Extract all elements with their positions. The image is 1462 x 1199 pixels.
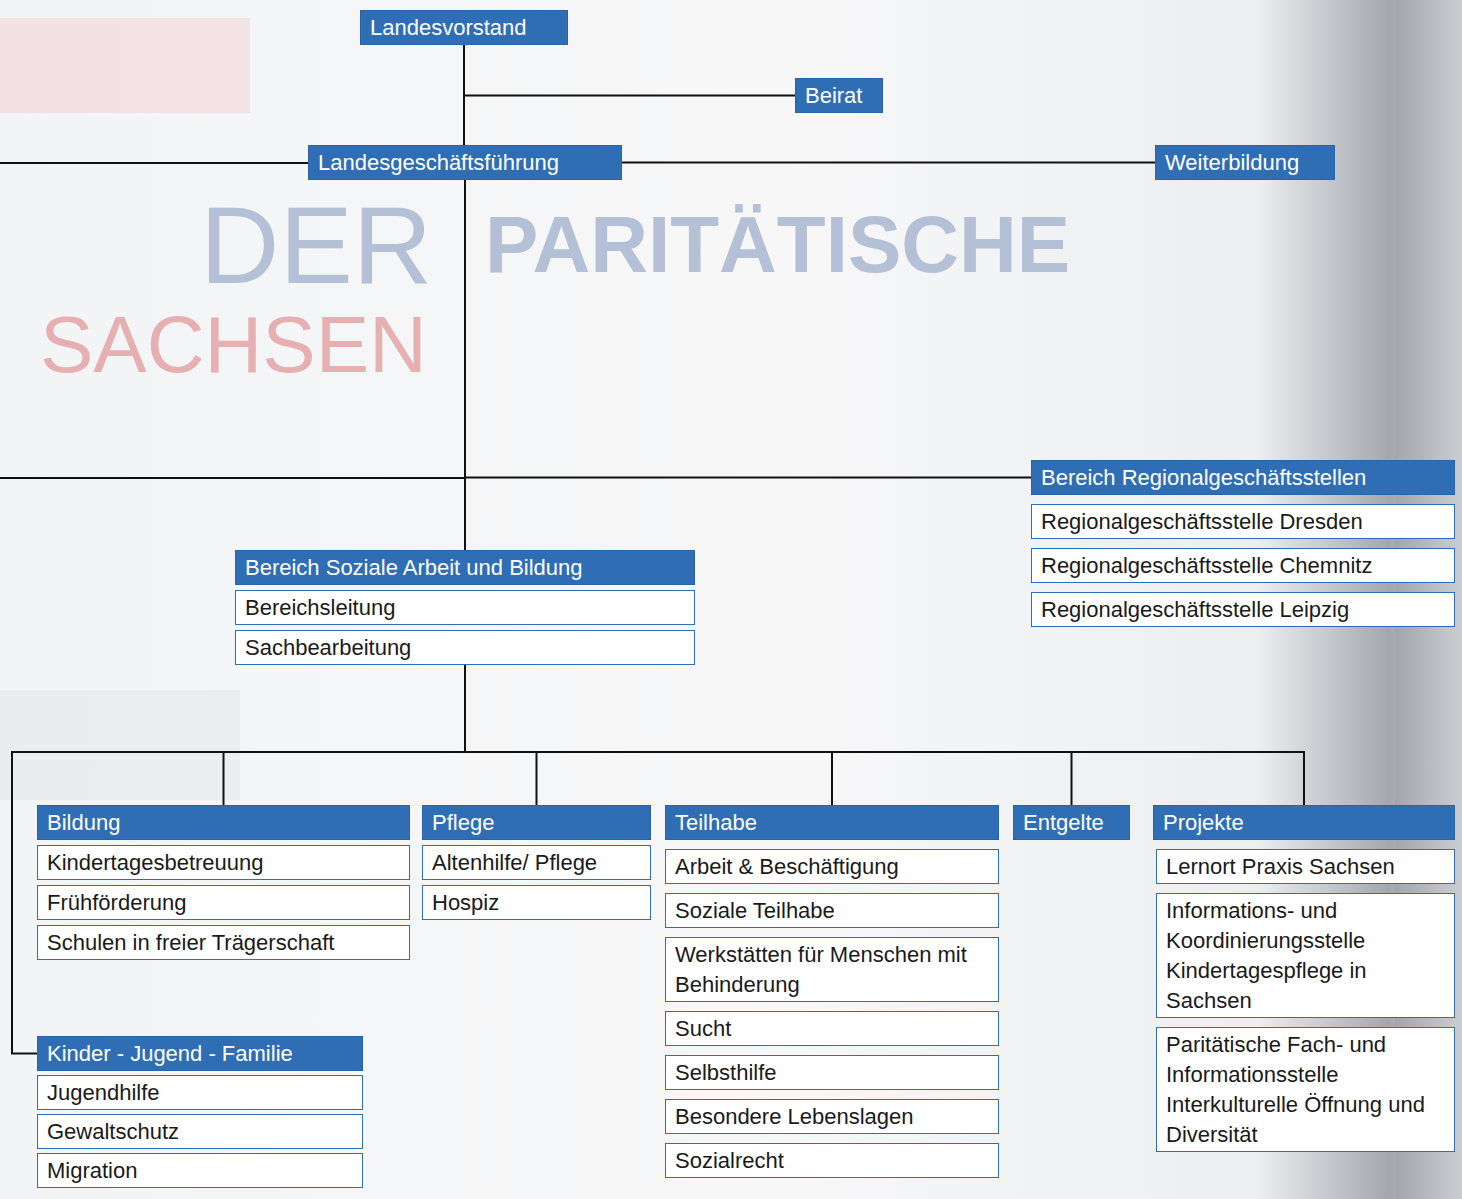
box-text: Bildung: [47, 808, 400, 838]
box-text: Kinder - Jugend - Familie: [47, 1039, 353, 1069]
box-text: Sucht: [675, 1014, 989, 1044]
item-box: Kindertagesbetreuung: [37, 845, 410, 880]
connector-line: [463, 45, 465, 145]
header-box: Bereich Soziale Arbeit und Bildung: [235, 550, 695, 585]
watermark-text: PARITÄTISCHE: [485, 205, 1070, 285]
box-text: Entgelte: [1023, 808, 1120, 838]
box-text: Bereichsleitung: [245, 593, 685, 623]
box-text: Teilhabe: [675, 808, 989, 838]
box-text: Lernort Praxis Sachsen: [1166, 852, 1445, 882]
connector-line: [464, 45, 795, 96]
box-text: Sachbearbeitung: [245, 633, 685, 663]
sign-stripe: [0, 18, 250, 113]
item-box: Schulen in freier Trägerschaft: [37, 925, 410, 960]
offpage-line: [0, 477, 464, 479]
item-box: Regionalgeschäftsstelle Dresden: [1031, 504, 1455, 539]
box-text: Migration: [47, 1156, 353, 1186]
header-box: Teilhabe: [665, 805, 999, 840]
box-text: Soziale Teilhabe: [675, 896, 989, 926]
item-box: Sachbearbeitung: [235, 630, 695, 665]
connector-line: [622, 162, 1155, 164]
box-text: Weiterbildung: [1165, 148, 1325, 178]
header-box: Bereich Regionalgeschäftsstellen: [1031, 460, 1455, 495]
item-box: Sucht: [665, 1011, 999, 1046]
header-box: Weiterbildung: [1155, 145, 1335, 180]
box-text: Informations- und Koordinierungsstelle K…: [1166, 896, 1445, 1016]
watermark-text: SACHSEN: [40, 305, 427, 385]
box-text: Beirat: [805, 81, 873, 111]
item-box: Regionalgeschäftsstelle Leipzig: [1031, 592, 1455, 627]
connector-line: [465, 665, 1072, 805]
box-text: Paritätische Fach- und Informationsstell…: [1166, 1030, 1445, 1150]
header-box: Entgelte: [1013, 805, 1130, 840]
header-box: Projekte: [1153, 805, 1455, 840]
box-text: Schulen in freier Trägerschaft: [47, 928, 400, 958]
connector-line: [224, 665, 466, 805]
box-text: Pflege: [432, 808, 641, 838]
header-box: Kinder - Jugend - Familie: [37, 1036, 363, 1071]
item-box: Sozialrecht: [665, 1143, 999, 1178]
item-box: Paritätische Fach- und Informationsstell…: [1156, 1027, 1455, 1152]
connector-line: [464, 180, 466, 550]
box-text: Gewaltschutz: [47, 1117, 353, 1147]
header-box: Pflege: [422, 805, 651, 840]
box-text: Hospiz: [432, 888, 641, 918]
box-text: Regionalgeschäftsstelle Leipzig: [1041, 595, 1445, 625]
connector-line: [12, 665, 465, 1054]
item-box: Arbeit & Beschäftigung: [665, 849, 999, 884]
box-text: Regionalgeschäftsstelle Chemnitz: [1041, 551, 1445, 581]
item-box: Frühförderung: [37, 885, 410, 920]
box-text: Altenhilfe/ Pflege: [432, 848, 641, 878]
box-text: Selbsthilfe: [675, 1058, 989, 1088]
box-text: Kindertagesbetreuung: [47, 848, 400, 878]
box-text: Projekte: [1163, 808, 1445, 838]
item-box: Soziale Teilhabe: [665, 893, 999, 928]
header-box: Landesvorstand: [360, 10, 568, 45]
item-box: Altenhilfe/ Pflege: [422, 845, 651, 880]
box-text: Bereich Regionalgeschäftsstellen: [1041, 463, 1445, 493]
connector-line: [465, 665, 832, 805]
connector-line: [465, 665, 537, 805]
item-box: Hospiz: [422, 885, 651, 920]
box-text: Sozialrecht: [675, 1146, 989, 1176]
watermark-text: DER: [200, 190, 432, 300]
item-box: Regionalgeschäftsstelle Chemnitz: [1031, 548, 1455, 583]
box-text: Bereich Soziale Arbeit und Bildung: [245, 553, 685, 583]
box-text: Werkstätten für Menschen mit Behinderung: [675, 940, 989, 1000]
offpage-line: [0, 162, 308, 164]
item-box: Jugendhilfe: [37, 1075, 363, 1110]
sign-panel: [0, 690, 240, 800]
box-text: Regionalgeschäftsstelle Dresden: [1041, 507, 1445, 537]
item-box: Bereichsleitung: [235, 590, 695, 625]
item-box: Informations- und Koordinierungsstelle K…: [1156, 893, 1455, 1018]
item-box: Selbsthilfe: [665, 1055, 999, 1090]
header-box: Landesgeschäftsführung: [308, 145, 622, 180]
connector-line: [465, 665, 1304, 805]
box-text: Arbeit & Beschäftigung: [675, 852, 989, 882]
item-box: Migration: [37, 1153, 363, 1188]
item-box: Gewaltschutz: [37, 1114, 363, 1149]
box-text: Landesvorstand: [370, 13, 558, 43]
header-box: Bildung: [37, 805, 410, 840]
box-text: Frühförderung: [47, 888, 400, 918]
header-box: Beirat: [795, 78, 883, 113]
item-box: Besondere Lebenslagen: [665, 1099, 999, 1134]
box-text: Jugendhilfe: [47, 1078, 353, 1108]
item-box: Werkstätten für Menschen mit Behinderung: [665, 937, 999, 1002]
box-text: Besondere Lebenslagen: [675, 1102, 989, 1132]
item-box: Lernort Praxis Sachsen: [1156, 849, 1455, 884]
box-text: Landesgeschäftsführung: [318, 148, 612, 178]
